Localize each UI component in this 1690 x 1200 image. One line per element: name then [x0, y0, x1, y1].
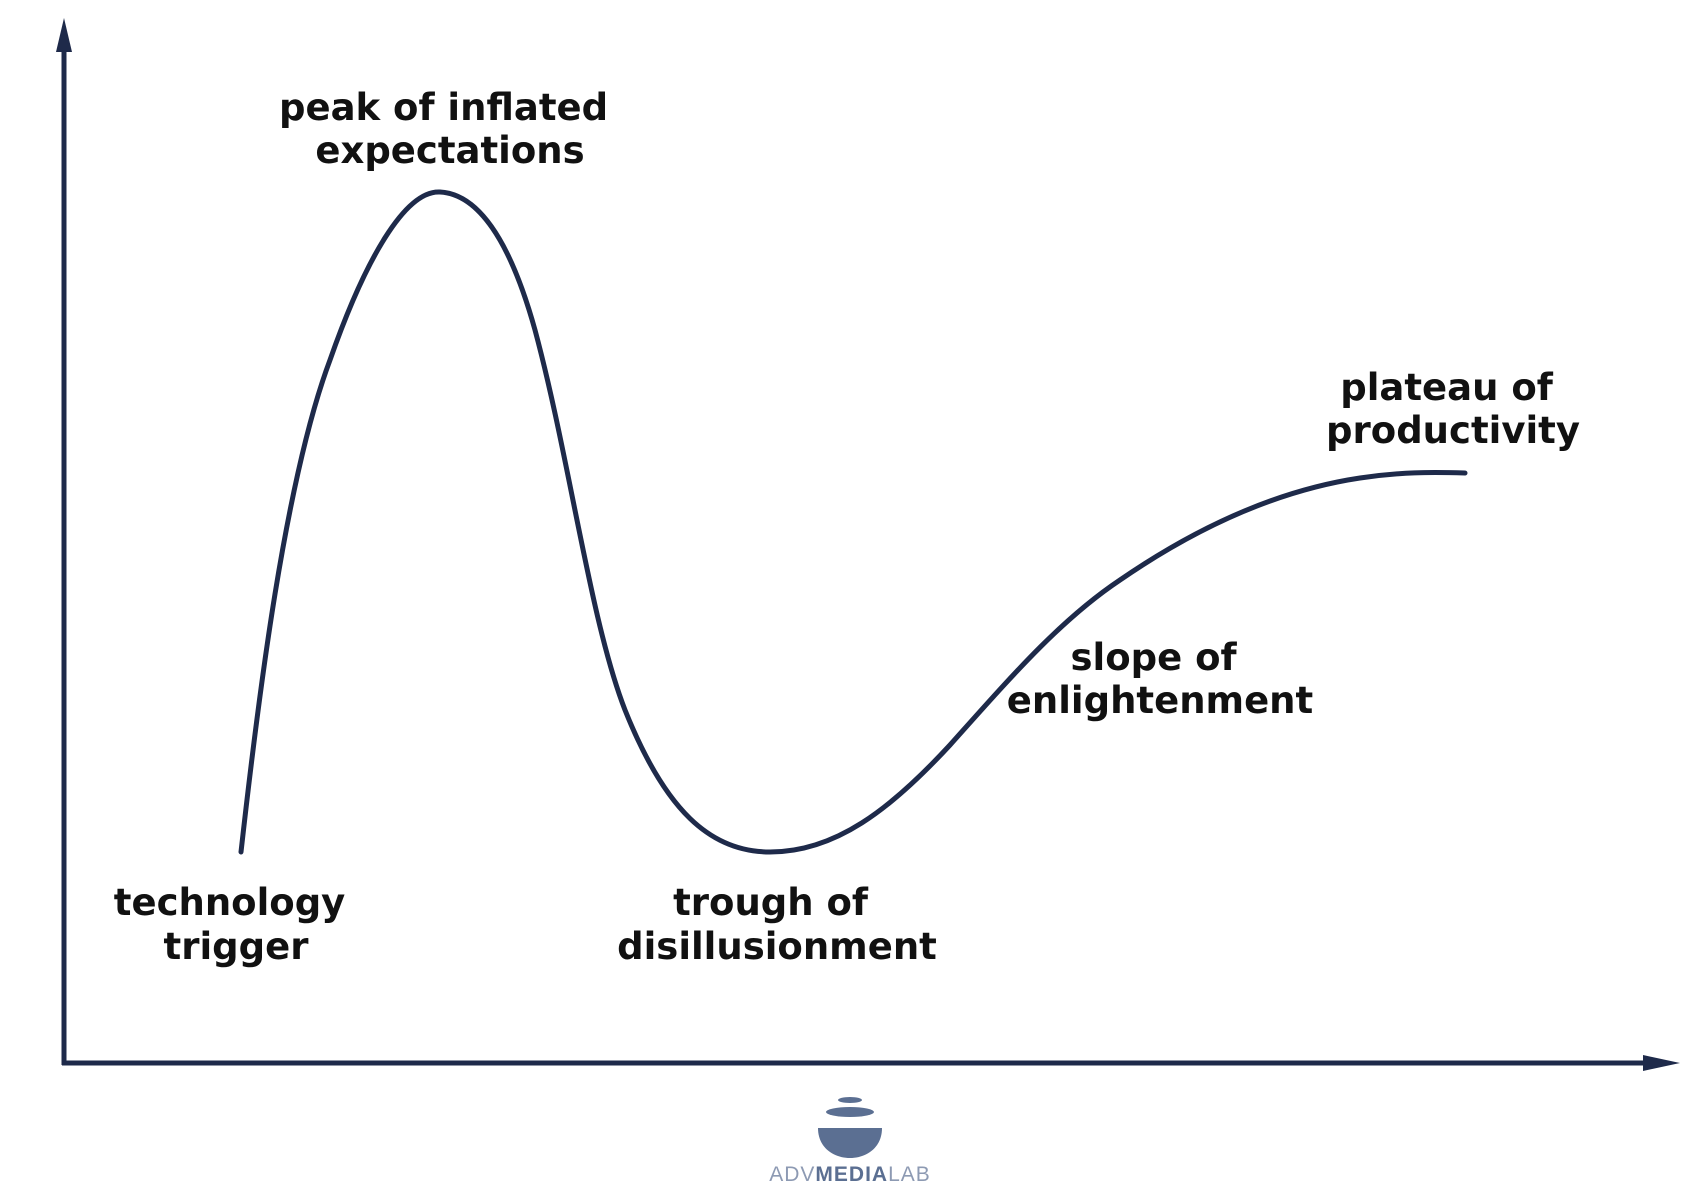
logo-text-lab: LAB [888, 1163, 931, 1186]
label-plateau-line1: plateau of [1340, 366, 1554, 409]
label-slope-line2: enlightenment [1007, 679, 1313, 722]
label-slope-line1: slope of [1071, 636, 1238, 679]
label-trough-line1: trough of [673, 881, 869, 924]
label-peak-of-inflated-expectations: peak of inflated expectations [279, 86, 621, 172]
logo-text-adv: ADV [769, 1163, 815, 1186]
label-trough-of-disillusionment: trough of disillusionment [617, 881, 937, 968]
hype-curve [238, 189, 1468, 855]
label-plateau-of-productivity: plateau of productivity [1326, 366, 1580, 452]
y-axis-arrow-icon [56, 18, 72, 52]
label-peak-line2: expectations [315, 129, 584, 172]
label-trough-line2: disillusionment [617, 925, 937, 968]
logo-text-media: MEDIA [815, 1163, 888, 1186]
label-slope-of-enlightenment: slope of enlightenment [1007, 636, 1313, 722]
logo-wordmark: ADVMEDIALAB [769, 1163, 931, 1186]
x-axis-arrow-icon [1643, 1055, 1680, 1071]
label-technology-trigger: technology trigger [114, 881, 358, 968]
advmedialab-logo: ADVMEDIALAB [769, 1097, 931, 1186]
label-technology-trigger-line1: technology [114, 881, 346, 924]
label-technology-trigger-line2: trigger [164, 925, 310, 968]
label-plateau-line2: productivity [1326, 409, 1580, 452]
label-peak-line1: peak of inflated [279, 86, 608, 129]
stacked-stones-icon [818, 1097, 882, 1158]
